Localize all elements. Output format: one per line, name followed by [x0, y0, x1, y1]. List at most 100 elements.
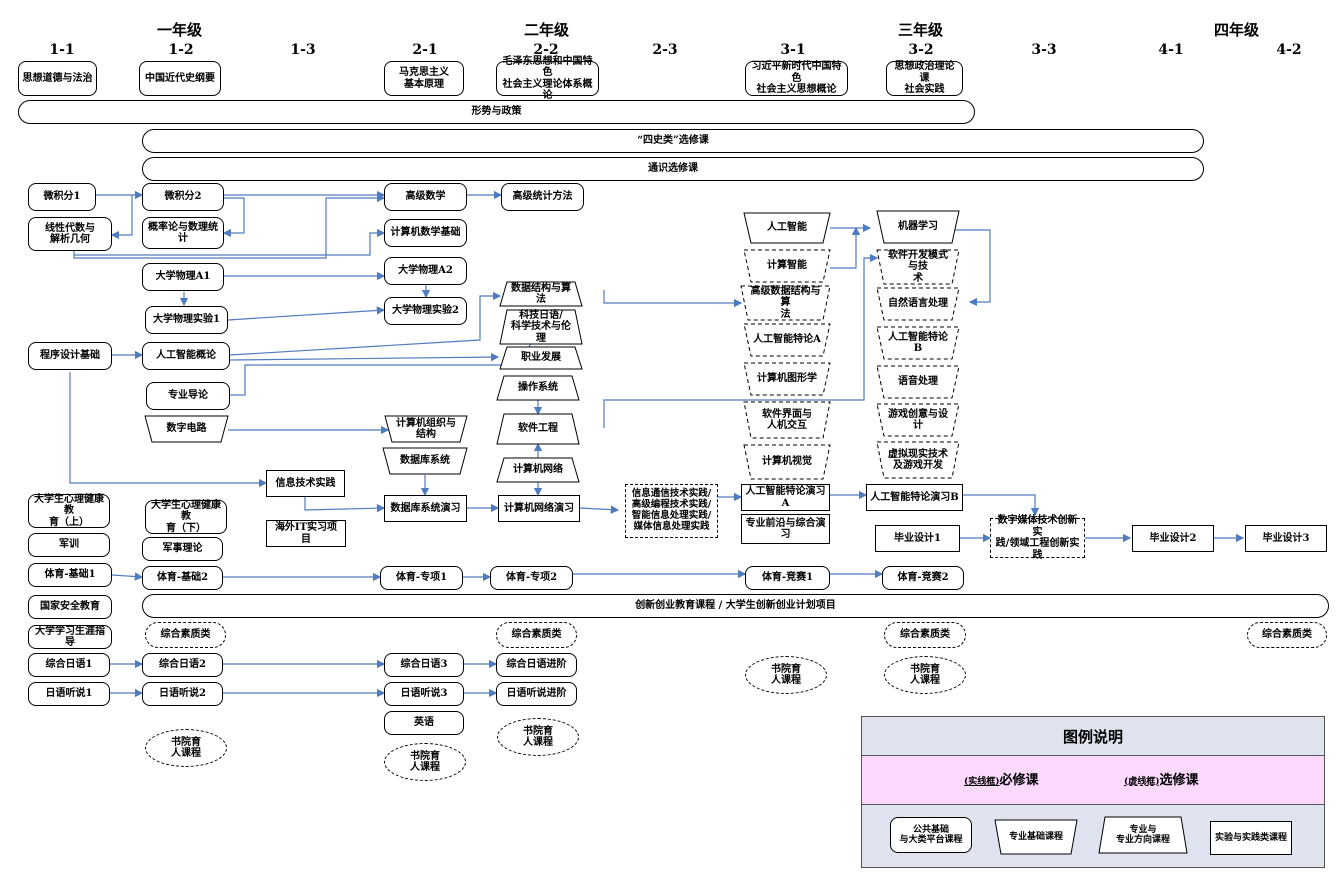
- course-trapezoid: 科技日语/ 科学技术与伦理: [499, 309, 583, 345]
- course-box: 微积分1: [28, 183, 96, 211]
- elective-box: 信息通信技术实践/ 高级编程技术实践/ 智能信息处理实践/ 媒体信息处理实践: [625, 484, 718, 538]
- course-box: 高级数学: [384, 183, 467, 211]
- course-label: 数字电路: [166, 423, 207, 435]
- course-label: 数据库系统: [400, 455, 450, 467]
- course-box: 毕业设计3: [1245, 525, 1327, 552]
- course-box: 日语听说2: [142, 682, 223, 706]
- course-box: 计算机数学基础: [384, 219, 467, 247]
- course-box: 线性代数与 解析几何: [28, 217, 112, 251]
- course-box: 体育-基础1: [28, 563, 112, 587]
- course-label: 软件开发模式与技 术: [888, 249, 948, 284]
- legend-line-types: (实线框)必修课 (虚线框)选修课: [862, 755, 1324, 805]
- course-label: 计算机视觉: [762, 456, 812, 468]
- year-4-header: 四年级: [1214, 21, 1260, 39]
- course-box: 数据库系统演习: [384, 495, 467, 522]
- course-trapezoid: 人工智能: [743, 212, 831, 244]
- course-trapezoid: 数据结构与算法: [499, 281, 583, 307]
- course-box: 中国近代史纲要: [139, 61, 221, 96]
- term-1-1: 1-1: [49, 42, 75, 58]
- term-2-3: 2-3: [652, 42, 678, 58]
- term-2-1: 2-1: [412, 42, 438, 58]
- legend-shape-label: 专业基础课程: [1008, 831, 1063, 842]
- course-label: 操作系统: [518, 382, 558, 394]
- course-label: 机器学习: [898, 221, 938, 233]
- course-box: 计算机网络演习: [498, 495, 580, 522]
- elective-oval: 书院育 人课程: [145, 729, 227, 767]
- elective-box: 综合素质类: [145, 622, 226, 648]
- legend-shape-trapezoid-down: 专业基础课程: [994, 819, 1078, 855]
- term-4-1: 4-1: [1158, 42, 1184, 58]
- course-trapezoid: 计算机视觉: [743, 444, 831, 480]
- course-box: 体育-专项2: [490, 566, 573, 590]
- course-label: 软件工程: [518, 423, 558, 435]
- course-label: 软件界面与 人机交互: [762, 408, 812, 432]
- course-trapezoid: 数字电路: [144, 415, 229, 443]
- course-box: 国家安全教育: [28, 595, 112, 619]
- course-box: 习近平新时代中国特色 社会主义思想概论: [745, 61, 848, 96]
- elective-box: 综合素质类: [884, 622, 966, 648]
- course-trapezoid: 数据库系统: [382, 447, 468, 475]
- course-trapezoid: 计算智能: [743, 249, 831, 283]
- course-box: 综合日语2: [142, 653, 223, 677]
- course-trapezoid: 机器学习: [876, 210, 960, 244]
- course-box: 军事理论: [142, 537, 223, 561]
- course-label: 计算机网络: [513, 464, 563, 476]
- course-trapezoid: 操作系统: [496, 375, 580, 401]
- course-box: 体育-基础2: [142, 566, 223, 590]
- course-box: 专业前沿与综合演 习: [741, 514, 830, 544]
- term-3-1: 3-1: [780, 42, 806, 58]
- course-trapezoid: 人工智能特论A: [743, 323, 831, 357]
- course-label: 人工智能特论A: [753, 334, 821, 346]
- legend-panel: 图例说明 (实线框)必修课 (虚线框)选修课 公共基础 与大类平台课程 专业基础…: [861, 716, 1325, 868]
- course-box: 大学生心理健康教 育（上）: [28, 494, 110, 528]
- course-bar: “四史类”选修课: [142, 129, 1204, 153]
- term-4-2: 4-2: [1276, 42, 1302, 58]
- term-1-2: 1-2: [168, 42, 194, 58]
- course-box: 人工智能特论演习B: [866, 484, 963, 511]
- course-box: 体育-竞赛1: [745, 566, 830, 590]
- course-box: 毛泽东思想和中国特色 社会主义理论体系概论: [496, 56, 599, 101]
- course-box: 日语听说3: [384, 682, 464, 706]
- course-box: 日语听说1: [28, 682, 110, 706]
- course-box: 综合日语进阶: [496, 653, 577, 677]
- legend-shape-rounded: 公共基础 与大类平台课程: [890, 817, 972, 853]
- course-box: 人工智能概论: [142, 342, 230, 370]
- legend-dashed: (虚线框)选修课: [1124, 769, 1199, 788]
- course-trapezoid: 软件开发模式与技 术: [876, 249, 960, 285]
- course-box: 综合日语1: [28, 653, 110, 677]
- legend-shape-rect: 实验与实践类课程: [1210, 821, 1292, 855]
- course-trapezoid: 计算机组织与结构: [384, 415, 468, 443]
- course-label: 语音处理: [898, 376, 938, 388]
- course-bar: 形势与政策: [18, 100, 975, 124]
- legend-dashed-tag: (虚线框): [1124, 777, 1160, 787]
- course-label: 职业发展: [521, 352, 561, 364]
- elective-box: 数字媒体技术创新实 践/领域工程创新实践: [990, 515, 1085, 561]
- course-label: 人工智能特论B: [888, 331, 948, 355]
- course-label: 科技日语/ 科学技术与伦理: [511, 309, 571, 344]
- elective-oval: 书院育 人课程: [497, 718, 579, 756]
- course-trapezoid: 职业发展: [499, 346, 583, 370]
- course-trapezoid: 人工智能特论B: [876, 326, 960, 360]
- course-trapezoid: 自然语言处理: [876, 287, 960, 321]
- course-trapezoid: 软件工程: [496, 413, 580, 445]
- course-box: 军训: [28, 533, 110, 557]
- course-label: 计算机图形学: [757, 373, 817, 385]
- course-trapezoid: 虚拟现实技术 及游戏开发: [876, 441, 960, 479]
- term-1-3: 1-3: [290, 42, 316, 58]
- term-3-2: 3-2: [908, 42, 934, 58]
- elective-oval: 书院育 人课程: [884, 656, 966, 694]
- course-bar: 通识选修课: [142, 157, 1204, 181]
- course-box: 高级统计方法: [501, 183, 584, 211]
- course-box: 大学物理实验1: [145, 306, 228, 334]
- course-box: 专业导论: [146, 382, 230, 410]
- course-label: 游戏创意与设计: [888, 408, 948, 432]
- term-3-3: 3-3: [1031, 42, 1057, 58]
- course-box: 毕业设计1: [875, 525, 960, 552]
- course-label: 高级数据结构与算 法: [750, 285, 821, 320]
- course-trapezoid: 高级数据结构与算 法: [740, 285, 831, 321]
- elective-box: 综合素质类: [1247, 622, 1327, 648]
- year-1-header: 一年级: [157, 21, 203, 39]
- course-box: 大学学习生涯指导: [28, 625, 112, 649]
- course-box: 大学物理A1: [142, 263, 224, 291]
